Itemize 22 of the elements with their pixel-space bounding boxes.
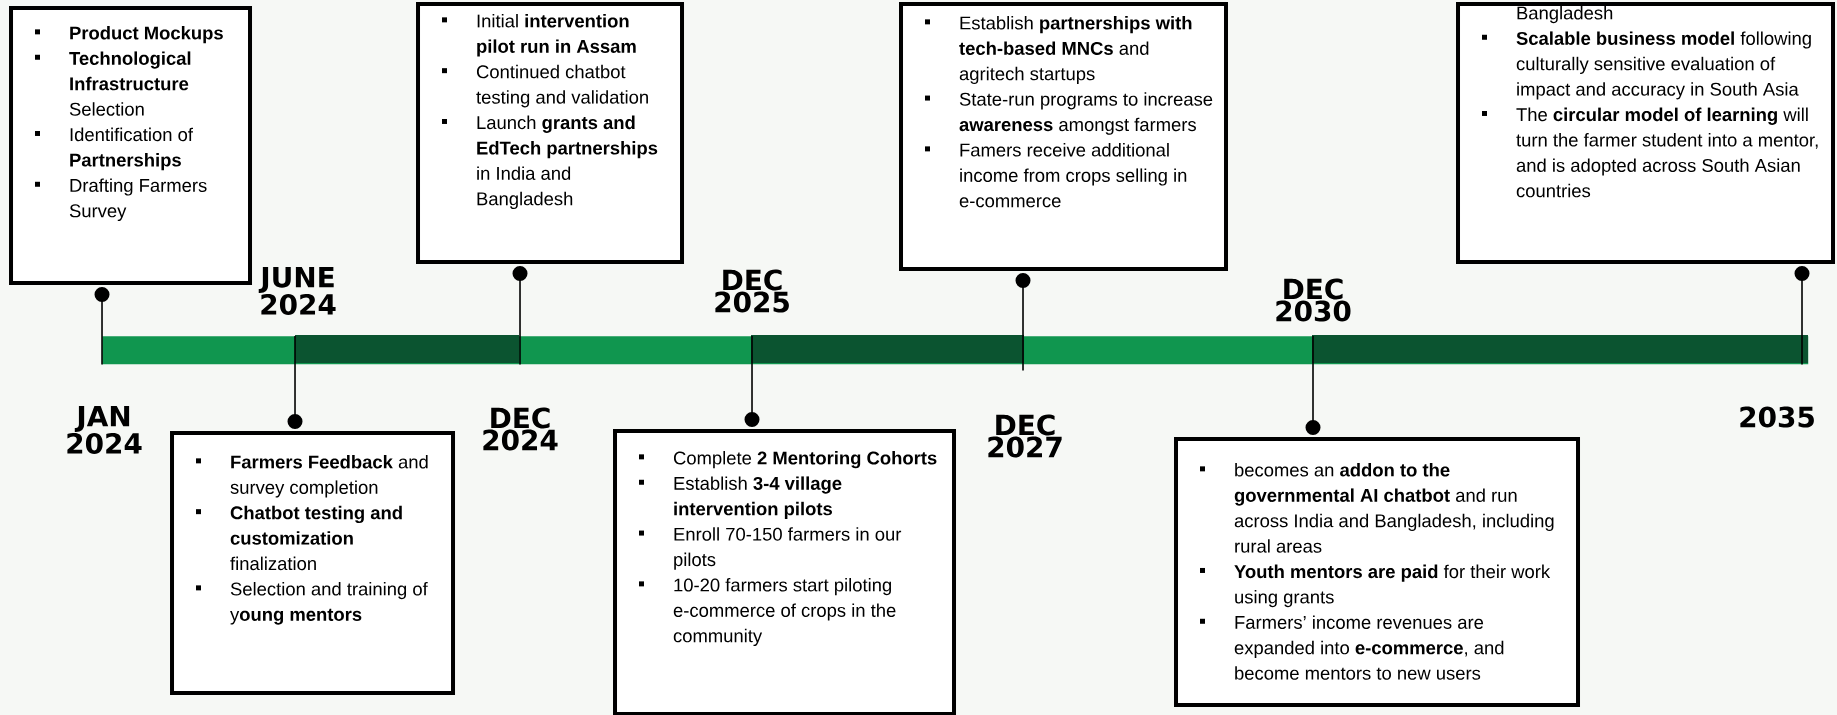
- date-label: DEC 2025: [715, 269, 789, 313]
- milestone-stem: [744, 335, 760, 427]
- timeline-bar: [102, 335, 1809, 365]
- milestone-box: Establish partnerships with tech-based MNCs and agritech startups State-run programs to increase awareness amongst farmers Famers receive additional income from crops selling in e-commerce: [899, 2, 1228, 271]
- milestone-box: becomes an addon to the governmental AI chatbot and run across India and Bangladesh, including rural areas Youth mentors are paid for their work using grants Farmers’ income revenues are expanded into e-commerce, and become mentors to new users: [1174, 437, 1580, 707]
- milestone-stem: [1305, 335, 1321, 435]
- date-label: DEC 2030: [1276, 278, 1351, 322]
- milestone-stem: [512, 266, 528, 366]
- milestone-stem: [1794, 266, 1810, 366]
- date-label: DEC 2027: [988, 414, 1062, 458]
- milestone-box: Farmers Feedback and survey completion Chatbot testing and customization finalization Selection and training of young mentors: [170, 431, 455, 695]
- milestone-stem: [1015, 273, 1031, 372]
- milestone-box: Product Mockups Technological Infrastructure Selection Identification of Partnerships Drafting Farmers Survey: [9, 6, 252, 285]
- date-label: DEC 2024: [483, 407, 558, 451]
- milestone-stem: [94, 287, 110, 366]
- date-label: 2035: [1740, 406, 1814, 428]
- milestone-box: Initial intervention pilot run in Assam Continued chatbot testing and validation Launch grants and EdTech partnerships in India and Bangladesh: [416, 2, 684, 264]
- milestone-stem: [287, 335, 303, 429]
- milestone-box: Complete 2 Mentoring Cohorts Establish 3-4 village intervention pilots Enroll 70-150 farmers in our pilots 10-20 farmers start piloting e-commerce of crops in the community: [613, 429, 956, 715]
- date-label: JUNE 2024: [258, 267, 336, 315]
- milestone-box: Bangladesh Scalable business model following culturally sensitive evaluation of impact and accuracy in South Asia The circular model of learning will turn the farmer student into a mentor, and is adopted across South Asian countries: [1456, 2, 1835, 264]
- date-label: JAN 2024: [67, 406, 142, 454]
